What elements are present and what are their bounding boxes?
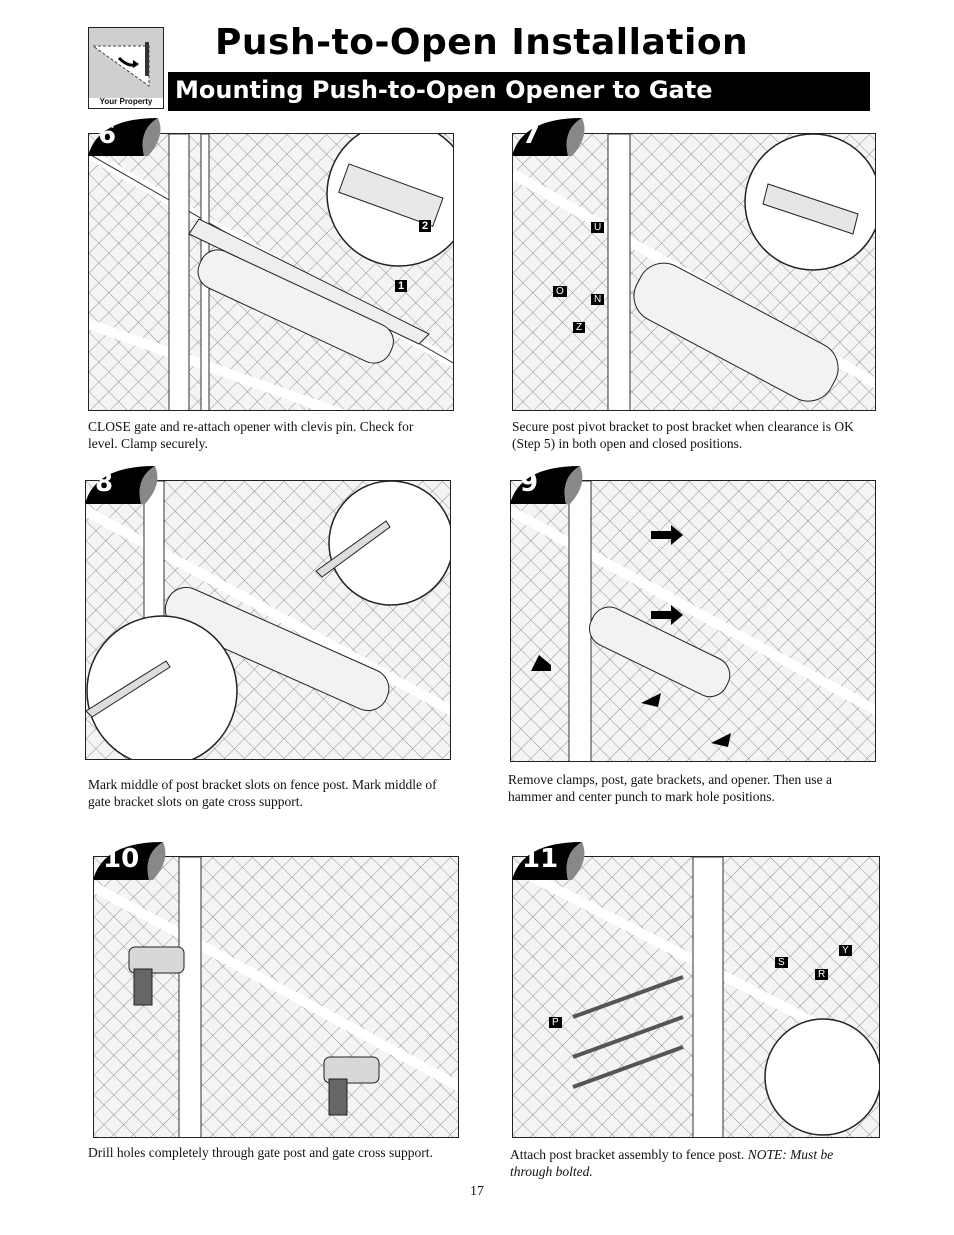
step-8-caption: Mark middle of post bracket slots on fen…: [88, 777, 437, 809]
drill-icon: [128, 946, 185, 1006]
step-11-caption-main: Attach post bracket assembly to fence po…: [510, 1147, 748, 1162]
step-8-badge: 8: [85, 464, 165, 506]
callout-R: R: [815, 969, 829, 980]
page-number: 17: [470, 1184, 484, 1199]
step-6-drawing: [89, 134, 453, 410]
step-badge-swoosh: [510, 466, 583, 504]
step-badge-swoosh: [512, 842, 585, 880]
step-10-drawing: [94, 857, 458, 1137]
step-9-caption: Remove clamps, post, gate brackets, and …: [508, 772, 833, 804]
step-10-illustration: [93, 856, 459, 1138]
step-10-caption: Drill holes completely through gate post…: [88, 1145, 433, 1160]
step-badge-swoosh: [512, 118, 585, 156]
step-number: 6: [98, 120, 117, 150]
step-badge-swoosh: [93, 842, 166, 880]
step-8-illustration: [85, 480, 451, 760]
step-number: 10: [103, 844, 140, 874]
step-7-drawing: [513, 134, 875, 410]
callout-N: N: [591, 294, 605, 305]
subtitle-bar: [168, 72, 870, 111]
step-11-caption: Attach post bracket assembly to fence po…: [510, 1146, 874, 1180]
step-9-badge: 9: [510, 464, 590, 506]
drill-icon: [323, 1056, 380, 1116]
step-11-caption-note: NOTE: Must be through bolted.: [510, 1147, 834, 1179]
step-8-drawing: [86, 481, 450, 759]
page-title: Push-to-Open Installation: [215, 22, 749, 63]
callout-S: S: [775, 957, 788, 968]
callout-Y: Y: [839, 945, 852, 956]
step-9-drawing: [511, 481, 875, 761]
step-7-illustration: U O N Z: [512, 133, 876, 411]
callout-Z: Z: [573, 322, 586, 333]
gate-swing-icon: [89, 28, 163, 98]
step-badge-swoosh: [88, 118, 161, 156]
logo-label: Your Property: [99, 97, 153, 106]
step-6-badge: 6: [88, 116, 168, 158]
step-7-caption: Secure post pivot bracket to post bracke…: [512, 419, 854, 451]
callout-U: U: [591, 222, 605, 233]
callout-1: 1: [395, 280, 408, 292]
step-number: 9: [520, 468, 539, 498]
step-9-illustration: [510, 480, 876, 762]
step-number: 8: [95, 468, 114, 498]
step-number: 11: [522, 844, 559, 874]
callout-O: O: [553, 286, 567, 297]
callout-P: P: [549, 1017, 562, 1028]
step-number: 7: [522, 120, 541, 150]
step-11-illustration: S R Y P: [512, 856, 880, 1138]
step-11-badge: 11: [512, 840, 592, 882]
step-7-badge: 7: [512, 116, 592, 158]
step-6-illustration: 2 1: [88, 133, 454, 411]
section-subtitle: Mounting Push-to-Open Opener to Gate: [175, 76, 713, 104]
callout-2: 2: [419, 220, 432, 232]
step-badge-swoosh: [85, 466, 158, 504]
step-10-badge: 10: [93, 840, 173, 882]
your-property-logo: Your Property: [88, 27, 164, 109]
step-11-drawing: [513, 857, 879, 1137]
step-6-caption: CLOSE gate and re-attach opener with cle…: [88, 419, 414, 451]
